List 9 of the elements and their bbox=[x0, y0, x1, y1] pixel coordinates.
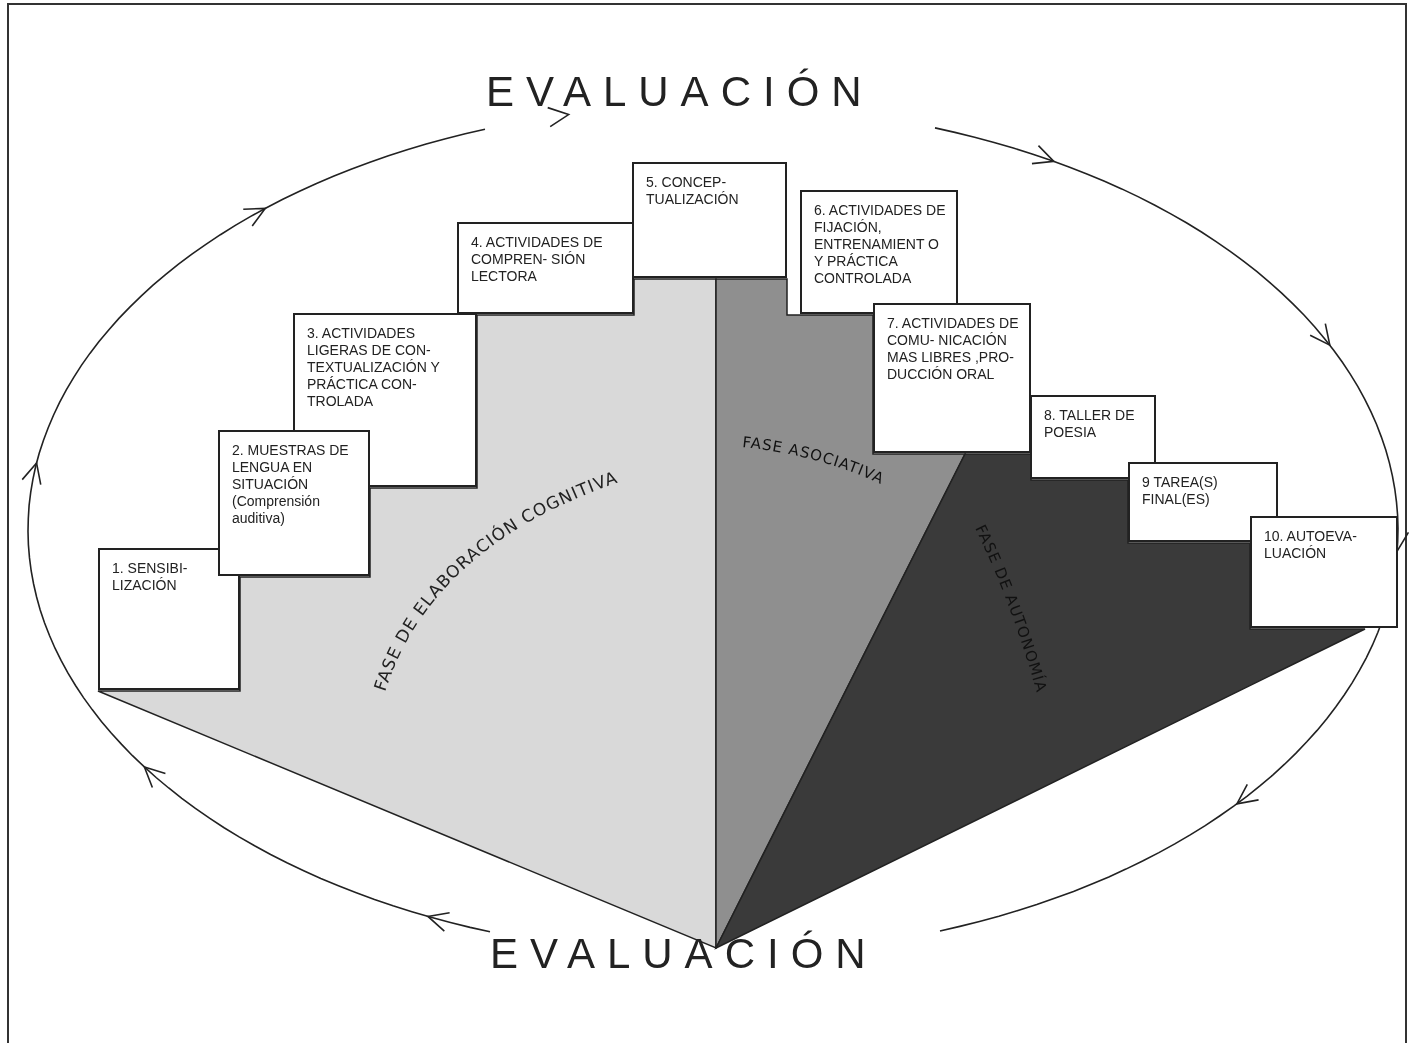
step-box: 7. ACTIVIDADES DE COMU- NICACIÓN MAS LIBRES ,PRO- DUCCIÓN ORAL bbox=[873, 303, 1031, 453]
step-box: 1. SENSIBI- LIZACIÓN bbox=[98, 548, 240, 690]
step-box: 4. ACTIVIDADES DE COMPREN- SIÓN LECTORA bbox=[457, 222, 634, 314]
step-box: 6. ACTIVIDADES DE FIJACIÓN, ENTRENAMIENT O Y PRÁCTICA CONTROLADA bbox=[800, 190, 958, 314]
step-box: 2. MUESTRAS DE LENGUA EN SITUACIÓN (Comprensión auditiva) bbox=[218, 430, 370, 576]
step-box: 10. AUTOEVA- LUACIÓN bbox=[1250, 516, 1398, 628]
cycle-label: EVALUACIÓN bbox=[490, 930, 878, 978]
step-box: 5. CONCEP- TUALIZACIÓN bbox=[632, 162, 787, 278]
cycle-label: EVALUACIÓN bbox=[486, 68, 874, 116]
